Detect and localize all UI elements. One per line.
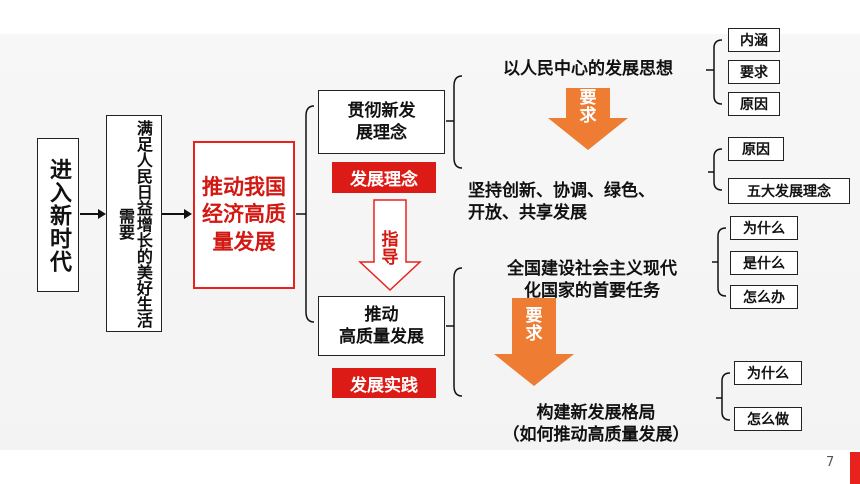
b3-item-why: 为什么 bbox=[730, 216, 798, 240]
b1-item-neihan: 内涵 bbox=[728, 28, 780, 52]
guide-arrow-label: 指导 bbox=[380, 214, 400, 268]
b3-item-1-text: 是什么 bbox=[743, 256, 785, 272]
branch-4-text: 构建新发展格局 （如何推动高质量发展） bbox=[502, 403, 690, 446]
tag-practice-text: 发展实践 bbox=[350, 375, 418, 396]
corner-accent bbox=[850, 452, 860, 484]
b1-item-1-text: 要求 bbox=[740, 65, 768, 81]
branch-3: 全国建设社会主义现代 化国家的首要任务 bbox=[472, 236, 712, 302]
b1-item-yuanyin: 原因 bbox=[728, 92, 780, 116]
b1-item-yaoqiu: 要求 bbox=[728, 60, 780, 84]
center-box: 推动我国经济高质量发展 bbox=[193, 141, 295, 289]
top-band bbox=[0, 0, 860, 34]
branch-3-text: 全国建设社会主义现代 化国家的首要任务 bbox=[507, 259, 677, 302]
require-arrow-bottom-text: 要求 bbox=[525, 306, 543, 344]
tag-concept-text: 发展理念 bbox=[350, 170, 418, 190]
require-arrow-top-text: 要求 bbox=[579, 88, 597, 126]
center-text: 推动我国经济高质量发展 bbox=[202, 175, 286, 254]
b3-item-0-text: 为什么 bbox=[743, 221, 785, 237]
b1-item-0-text: 内涵 bbox=[740, 33, 768, 49]
require-arrow-top bbox=[548, 88, 628, 150]
b2-item-yuanyin: 原因 bbox=[728, 137, 784, 161]
branch-1-text: 以人民中心的发展思想 bbox=[503, 59, 673, 79]
tag-concept: 发展理念 bbox=[332, 162, 436, 193]
b4-item-how-to-do: 怎么做 bbox=[734, 407, 802, 431]
branch-2: 坚持创新、协调、绿色、 开放、共享发展 bbox=[468, 158, 708, 224]
guide-arrow-text: 指导 bbox=[381, 229, 399, 268]
b4-item-1-text: 怎么做 bbox=[747, 412, 789, 428]
b2-item-five-concepts: 五大发展理念 bbox=[728, 178, 850, 204]
era-box: 进入新时代 bbox=[37, 138, 79, 292]
guide-arrow bbox=[358, 199, 422, 292]
node-practice-box: 推动 高质量发展 bbox=[318, 296, 445, 356]
b3-item-what: 是什么 bbox=[730, 251, 798, 275]
tag-practice: 发展实践 bbox=[332, 368, 436, 398]
node-practice-text: 推动 高质量发展 bbox=[339, 304, 424, 347]
branch-2-text: 坚持创新、协调、绿色、 开放、共享发展 bbox=[468, 181, 655, 224]
b2-item-0-text: 原因 bbox=[742, 142, 770, 158]
bottom-band bbox=[0, 450, 860, 484]
b4-item-why: 为什么 bbox=[734, 361, 802, 385]
need-box: 满足人民日益增长的美好生活需要 bbox=[106, 115, 162, 332]
b4-item-0-text: 为什么 bbox=[747, 366, 789, 382]
node-concept-text: 贯彻新发展理念 bbox=[347, 100, 416, 143]
b3-item-2-text: 怎么办 bbox=[743, 290, 785, 306]
b2-item-1-text: 五大发展理念 bbox=[747, 184, 831, 200]
b1-item-2-text: 原因 bbox=[740, 97, 768, 113]
b3-item-how: 怎么办 bbox=[730, 285, 798, 309]
era-text: 进入新时代 bbox=[46, 157, 71, 273]
page-number: 7 bbox=[826, 455, 835, 470]
branch-4: 构建新发展格局 （如何推动高质量发展） bbox=[474, 380, 718, 446]
require-arrow-bottom-label: 要求 bbox=[524, 306, 544, 344]
need-text: 满足人民日益增长的美好生活需要 bbox=[116, 119, 153, 328]
branch-1: 以人民中心的发展思想 bbox=[470, 58, 706, 80]
require-arrow-top-label: 要求 bbox=[578, 88, 598, 126]
node-concept-box: 贯彻新发展理念 bbox=[318, 90, 445, 154]
require-arrow-bottom bbox=[494, 298, 574, 386]
